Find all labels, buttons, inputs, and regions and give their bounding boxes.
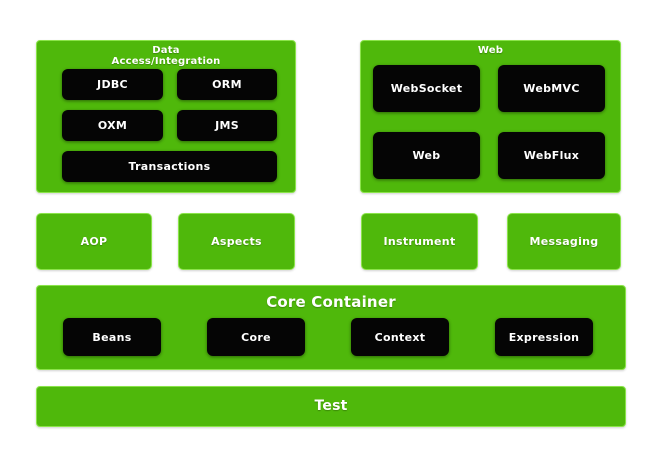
panel-title-line-1: Data xyxy=(152,45,180,56)
module-context[interactable]: Context xyxy=(351,318,449,356)
module-core-label: Core xyxy=(241,330,271,344)
module-transactions[interactable]: Transactions xyxy=(62,151,277,182)
panel-test[interactable]: Test xyxy=(36,386,626,427)
module-oxm-label: OXM xyxy=(97,119,128,132)
module-jdbc-label: JDBC xyxy=(97,78,128,91)
module-webmvc-label: WebMVC xyxy=(523,82,580,95)
panel-core-container-title: Core Container xyxy=(266,293,396,311)
module-websocket-label: WebSocket xyxy=(390,82,463,95)
module-webflux[interactable]: WebFlux xyxy=(498,132,605,179)
module-websocket[interactable]: WebSocket xyxy=(373,65,480,112)
module-webmvc[interactable]: WebMVC xyxy=(498,65,605,112)
chip-aspects[interactable]: Aspects xyxy=(178,213,295,270)
module-context-label: Context xyxy=(374,330,426,344)
module-jdbc[interactable]: JDBC xyxy=(62,69,163,100)
module-expression-label: Expression xyxy=(508,330,580,344)
module-transactions-label: Transactions xyxy=(128,160,211,173)
chip-instrument[interactable]: Instrument xyxy=(361,213,478,270)
module-beans-label: Beans xyxy=(92,330,132,344)
panel-title-line-2: Access/Integration xyxy=(111,56,221,68)
module-jms-label: JMS xyxy=(215,119,239,132)
module-orm-label: ORM xyxy=(212,78,242,91)
module-beans[interactable]: Beans xyxy=(63,318,161,356)
module-web-label: Web xyxy=(412,149,441,162)
panel-web-title: Web xyxy=(477,45,504,56)
chip-messaging-label: Messaging xyxy=(529,235,599,248)
chip-aop[interactable]: AOP xyxy=(36,213,152,270)
module-orm[interactable]: ORM xyxy=(177,69,277,100)
module-oxm[interactable]: OXM xyxy=(62,110,163,141)
chip-instrument-label: Instrument xyxy=(383,235,456,248)
panel-data-access-integration-title: Data Access/Integration xyxy=(37,45,295,67)
panel-test-title: Test xyxy=(314,398,348,414)
module-expression[interactable]: Expression xyxy=(495,318,593,356)
chip-aop-label: AOP xyxy=(80,235,108,248)
module-jms[interactable]: JMS xyxy=(177,110,277,141)
module-web[interactable]: Web xyxy=(373,132,480,179)
module-webflux-label: WebFlux xyxy=(523,149,580,162)
module-core[interactable]: Core xyxy=(207,318,305,356)
chip-messaging[interactable]: Messaging xyxy=(507,213,621,270)
chip-aspects-label: Aspects xyxy=(211,235,262,248)
